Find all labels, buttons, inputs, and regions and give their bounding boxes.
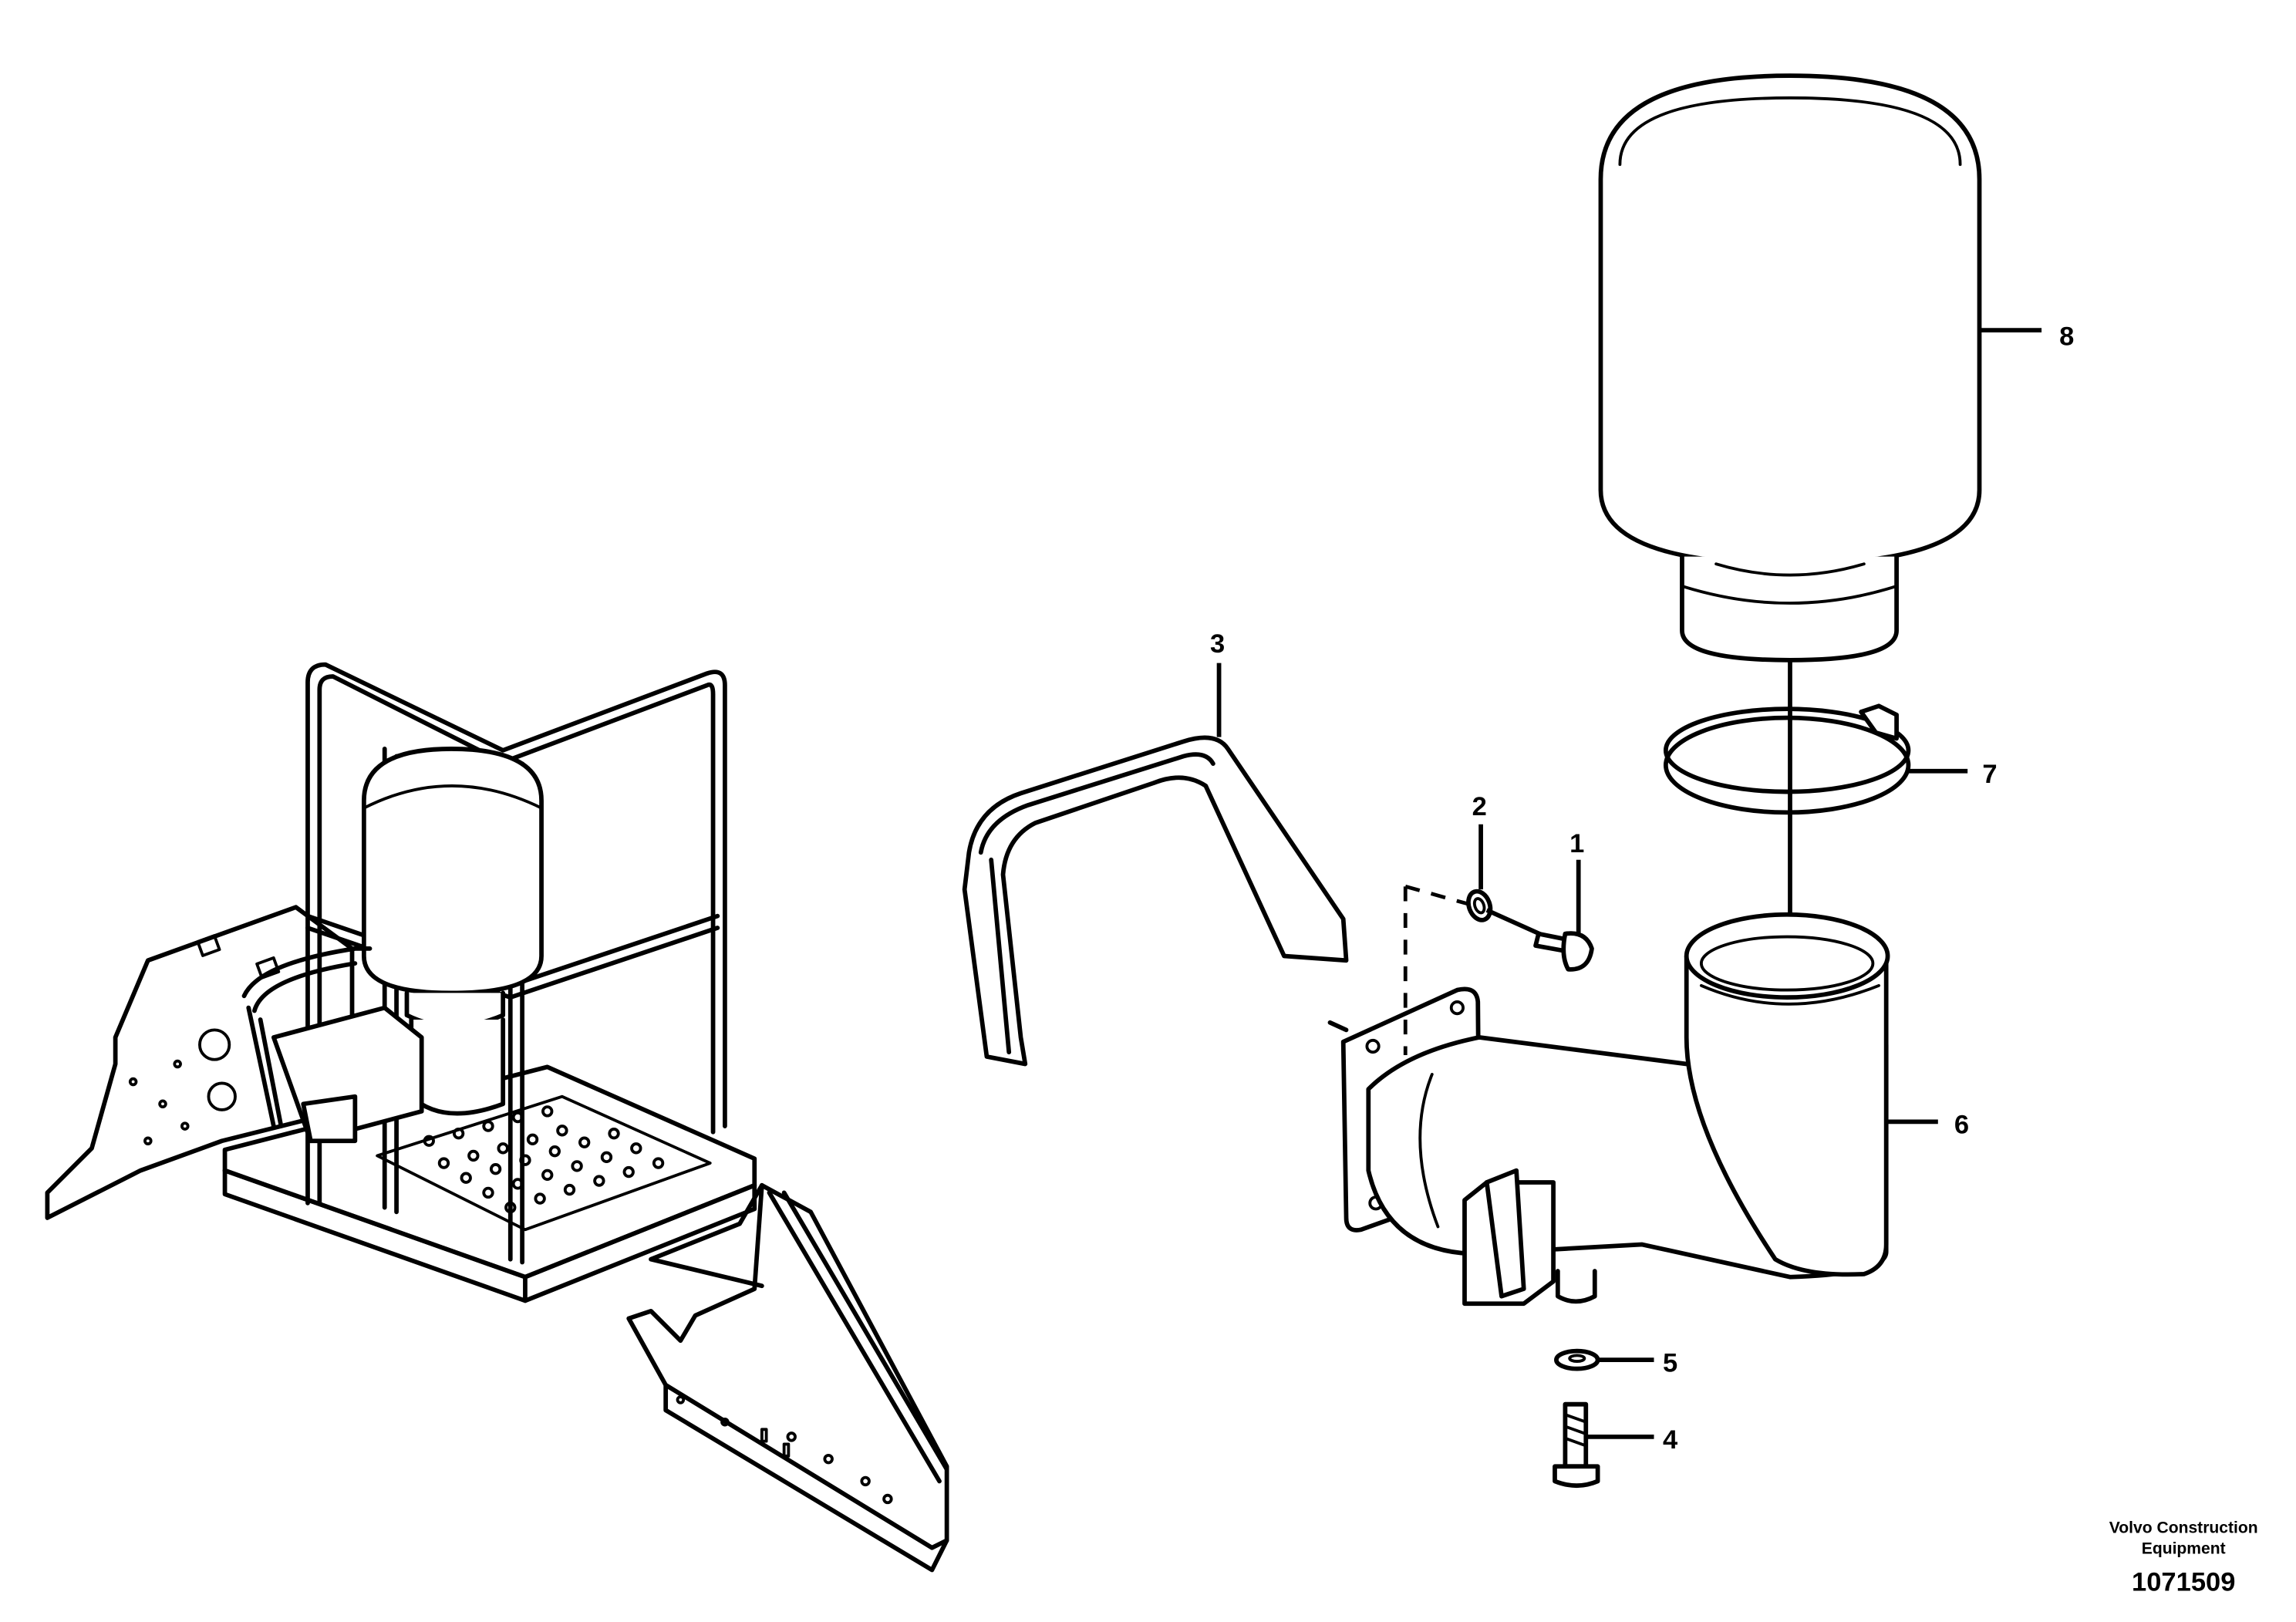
callout-1: 1 xyxy=(1569,829,1584,934)
part-2-washer xyxy=(1466,889,1493,922)
document-number: 1071509 xyxy=(2132,1567,2235,1597)
part-8-filter-canister xyxy=(1598,73,1982,663)
callout-label: 1 xyxy=(1569,829,1584,858)
callout-label: 5 xyxy=(1663,1348,1677,1378)
mini-filter xyxy=(361,747,544,1116)
callout-label: 3 xyxy=(1210,629,1225,659)
part-6-intake-pipe xyxy=(1327,912,1890,1307)
mini-pipe xyxy=(241,946,424,1144)
floor-perforation xyxy=(423,1105,665,1214)
callout-4: 4 xyxy=(1586,1425,1678,1455)
part-4-bolt xyxy=(1553,1401,1600,1489)
mount-guide xyxy=(1403,885,1470,1055)
callout-label: 2 xyxy=(1472,792,1487,821)
credit-line-2: Equipment xyxy=(2142,1539,2226,1557)
callout-7: 7 xyxy=(1908,760,1998,789)
part-5-washer xyxy=(1554,1348,1600,1371)
callout-8: 8 xyxy=(1979,322,2074,351)
callout-5: 5 xyxy=(1597,1348,1677,1378)
credit-line-1: Volvo Construction xyxy=(2109,1519,2258,1537)
footer: Volvo Construction Equipment 1071509 xyxy=(2109,1519,2258,1597)
step-bracket xyxy=(626,1182,949,1573)
callout-label: 7 xyxy=(1982,760,1997,789)
part-1-bolt xyxy=(1485,908,1594,972)
assembly-overview xyxy=(45,662,949,1573)
callout-label: 6 xyxy=(1954,1111,1969,1140)
callout-2: 2 xyxy=(1472,792,1487,890)
callout-3: 3 xyxy=(1210,629,1225,737)
callout-6: 6 xyxy=(1886,1111,1969,1140)
callout-label: 4 xyxy=(1663,1425,1678,1455)
part-7-clamp xyxy=(1663,703,1911,815)
callout-label: 8 xyxy=(2059,322,2074,351)
part-3-edge-strip xyxy=(962,735,1349,1067)
